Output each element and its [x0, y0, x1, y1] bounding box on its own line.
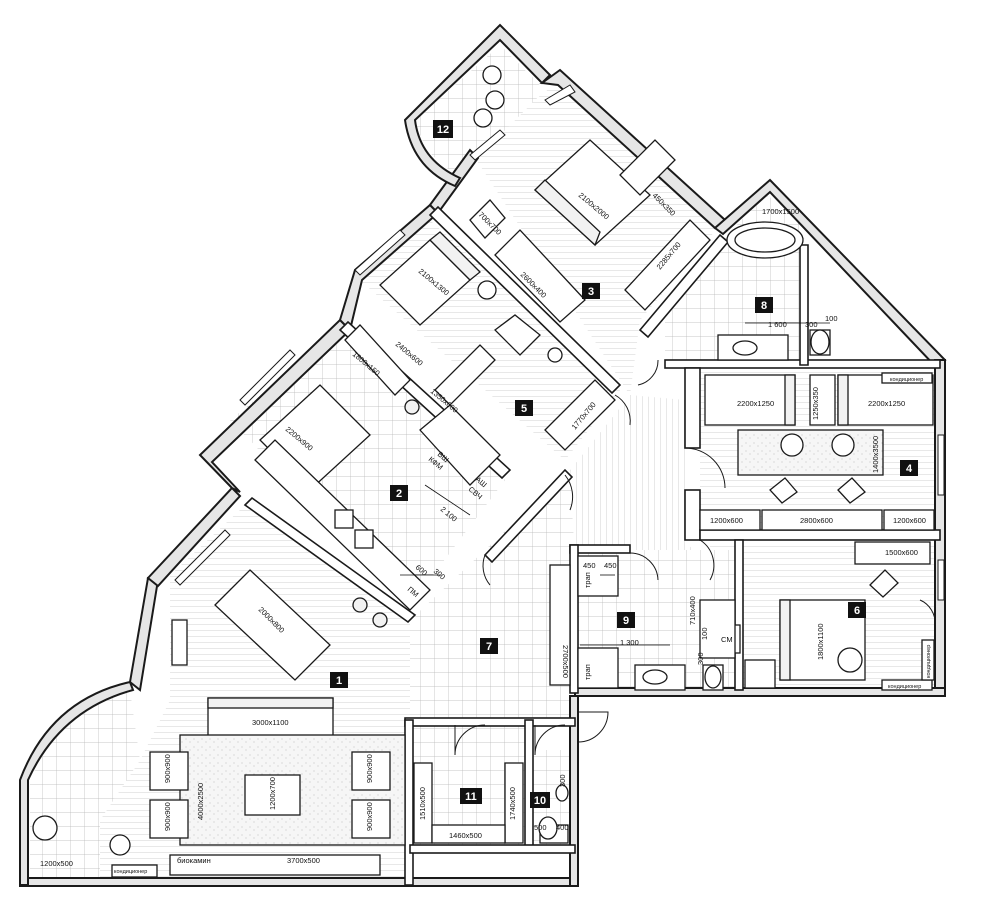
room6-ac: кондиционер [888, 684, 921, 690]
room-number: 11 [465, 791, 477, 803]
room4-desk-size: 2800x600 [800, 516, 833, 525]
room-number: 3 [588, 286, 594, 298]
bath8-dim-100: 100 [825, 314, 838, 323]
room-badge-1: 1 [330, 672, 348, 688]
room-number: 7 [486, 641, 492, 653]
balcony-floor [30, 690, 140, 880]
room-badge-8: 8 [755, 297, 773, 313]
room5-shelf-size: 2400x600 [394, 340, 425, 368]
room6-ac2: кондиционер [926, 645, 932, 678]
kitchen-floor [230, 330, 505, 605]
balcony12-furniture [473, 65, 505, 128]
room-number: 1 [336, 675, 342, 687]
bath9-washer: СМ [721, 635, 733, 644]
room4-shelf-right-size: 1200x600 [893, 516, 926, 525]
room4-ac: кондиционер [890, 377, 923, 383]
room4-furniture [699, 372, 935, 531]
living-coffee-size: 1200x700 [268, 777, 277, 810]
living-room-furniture [111, 569, 406, 878]
bath9-dim-1300: 1 300 [620, 638, 639, 647]
room-number: 5 [521, 403, 527, 415]
corridor-floor [570, 395, 700, 560]
room-badge-6: 6 [848, 602, 866, 618]
living-rug-size: 4000x2500 [196, 783, 205, 820]
hall-wardrobe-size: 2700x500 [561, 645, 570, 678]
living-biofireplace: биокамин [177, 856, 211, 865]
closet11-right-size: 1740x500 [508, 787, 517, 820]
bath8-dim-300: 300 [805, 320, 818, 329]
room-number: 12 [437, 124, 449, 136]
wc10-dim-400: 400 [556, 823, 569, 832]
room-badge-2: 2 [390, 485, 408, 501]
living-armchair-1: 900x900 [163, 754, 172, 783]
wc10-dim-500: 500 [534, 823, 547, 832]
wc10-dim-300: 300 [558, 774, 567, 787]
bath9-dim-710: 710x400 [688, 596, 697, 625]
room4-bed-right-size: 2200x1250 [868, 399, 905, 408]
bath9-dim-100: 100 [700, 627, 709, 640]
room-number: 10 [534, 795, 546, 807]
closet11-bottom-size: 1460x500 [449, 831, 482, 840]
room6-furniture [744, 541, 935, 691]
room-badge-11: 11 [460, 788, 482, 804]
balcony-bench-size: 1200x500 [40, 859, 73, 868]
room-badge-4: 4 [900, 460, 918, 476]
room-badge-9: 9 [617, 612, 635, 628]
dimension-lines [400, 484, 670, 646]
room-number: 2 [396, 488, 402, 500]
room6-desk-size: 1500x600 [885, 548, 918, 557]
room-badge-7: 7 [480, 638, 498, 654]
bath9-drain-top: трап [583, 572, 592, 588]
room-badge-12: 12 [433, 120, 453, 138]
bath8-dim-1600: 1 600 [768, 320, 787, 329]
living-sofa-size: 3000x1100 [252, 718, 289, 727]
room-number: 6 [854, 605, 860, 617]
room-number: 8 [761, 300, 767, 312]
bath9-dim-450a: 450 [583, 561, 596, 570]
bath8-tub-size: 1700x1500 [762, 207, 799, 216]
living-armchair-3: 900x900 [365, 754, 374, 783]
bedroom3-furniture [469, 139, 711, 323]
balcony-plants [32, 815, 131, 856]
room-badge-3: 3 [582, 283, 600, 299]
room-badge-5: 5 [515, 400, 533, 416]
room5-furniture [344, 231, 616, 451]
room4-shelf-left-size: 1200x600 [710, 516, 743, 525]
living-armchair-4: 900x900 [365, 802, 374, 831]
bathroom9-furniture [577, 555, 741, 691]
inner-walls [243, 205, 941, 886]
bath9-drain-bottom: трап [583, 664, 592, 680]
bath9-dim-300: 300 [696, 652, 705, 665]
living-tv-size: 3700x500 [287, 856, 320, 865]
closet11-furniture [413, 762, 524, 844]
living-ac: кондиционер [114, 869, 147, 875]
bath9-dim-450b: 450 [604, 561, 617, 570]
hall-furniture [549, 564, 571, 686]
closet11-left-size: 1510x500 [418, 787, 427, 820]
room-badge-10: 10 [530, 792, 550, 808]
room-number: 4 [906, 463, 913, 475]
wc10-furniture [538, 784, 569, 844]
kitchen-furniture [254, 384, 501, 628]
windows [174, 84, 945, 601]
bathroom8-furniture [717, 221, 831, 361]
doors [454, 359, 936, 756]
room6-bed-size: 1800x1100 [816, 623, 825, 660]
room-number: 9 [623, 615, 629, 627]
living-armchair-2: 900x900 [163, 802, 172, 831]
room4-nightstand-size: 1250x350 [811, 387, 820, 420]
room4-rug-size: 1400x3500 [871, 436, 880, 473]
hall-floor [410, 470, 575, 720]
room4-bed-left-size: 2200x1250 [737, 399, 774, 408]
